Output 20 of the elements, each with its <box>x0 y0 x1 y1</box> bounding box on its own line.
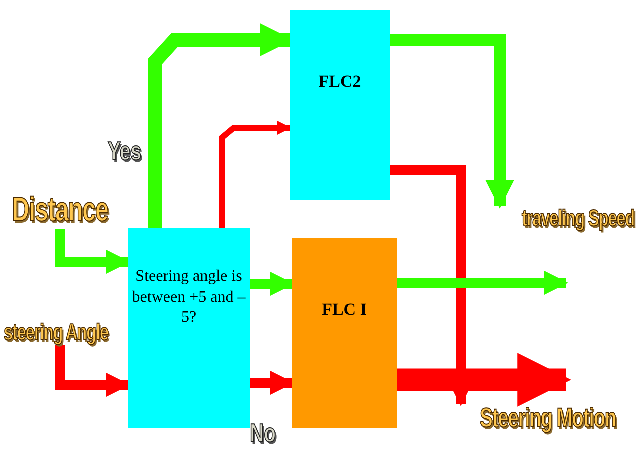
heading-text: traveling Speed <box>522 206 635 232</box>
arrow <box>55 345 130 397</box>
arrow <box>219 120 292 228</box>
arrow <box>250 272 294 296</box>
controller-box <box>290 10 390 200</box>
arrow <box>250 371 294 395</box>
heading-text: Steering Motion <box>480 404 616 434</box>
box-text: FLC2 <box>318 71 362 94</box>
box-text: FLC I <box>322 299 367 322</box>
arrow <box>55 229 130 274</box>
branch-label: No <box>250 420 276 446</box>
arrow <box>390 34 514 209</box>
heading-text: Distance <box>12 192 108 230</box>
decision-box <box>128 228 250 428</box>
arrow <box>397 271 568 295</box>
edge-label: Yes <box>108 138 142 164</box>
controller-box <box>292 238 397 428</box>
heading-text: steering Angle <box>4 320 108 346</box>
box-text: Steering angle is between +5 and – 5? <box>131 266 247 328</box>
arrow <box>397 353 572 407</box>
